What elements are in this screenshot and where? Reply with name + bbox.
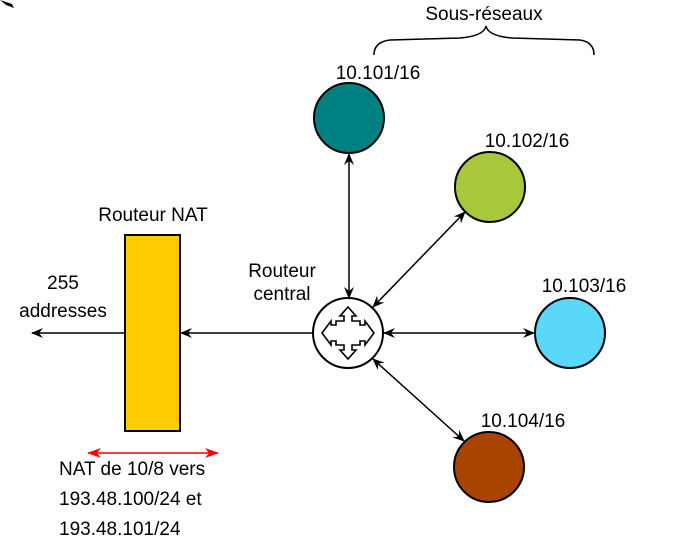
link-subnet-102 [372,211,466,308]
nat-router [124,234,181,432]
subnet-101: 10.101/16 [313,63,421,154]
corner-mark [0,0,14,8]
central-router-label-line2: central [253,284,310,305]
subnet-102-label: 10.102/16 [485,131,570,152]
router-arrows-icon [321,305,375,361]
nat-note-line3: 193.48.101/24 [59,519,181,540]
outside-label-line1: 255 [47,273,79,294]
nat-router-label: Routeur NAT [98,205,208,226]
subnet-104-label: 10.104/16 [481,411,566,432]
outside-label-line2: addresses [19,301,107,322]
central-router-label-line1: Routeur [248,261,316,282]
subnet-103: 10.103/16 [534,276,627,369]
nat-note-line1: NAT de 10/8 vers [59,459,205,480]
subnet-102: 10.102/16 [454,131,570,223]
subnets-title: Sous-réseaux [425,4,543,25]
subnet-104: 10.104/16 [453,411,566,503]
nat-note-line2: 193.48.100/24 et [59,489,202,510]
subnet-103-label: 10.103/16 [542,276,627,297]
central-router [312,297,384,369]
link-subnet-104 [372,358,465,442]
subnet-101-label: 10.101/16 [336,63,421,84]
subnets-brace [373,25,595,56]
